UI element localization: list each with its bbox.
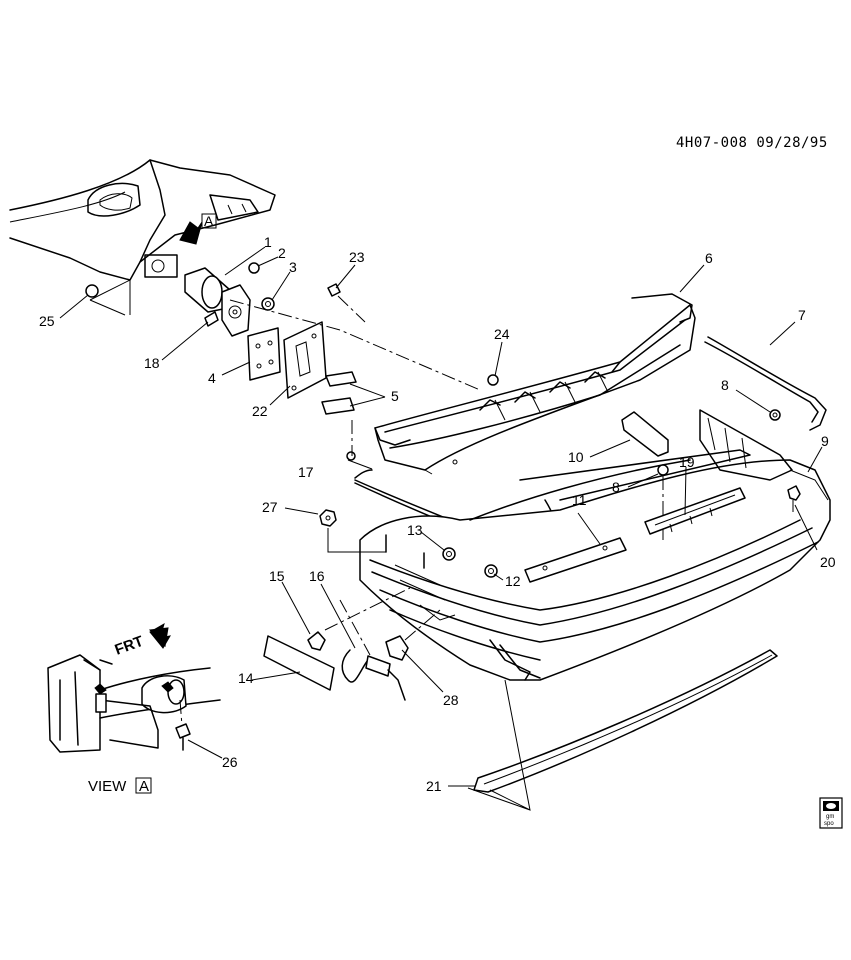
bolt-26 <box>175 723 191 739</box>
retainer-strip-7 <box>704 336 827 431</box>
bolt-18 <box>204 311 219 327</box>
callout-27: 27 <box>262 499 278 515</box>
nut-8a <box>769 409 781 421</box>
callout-8b: 8 <box>612 479 620 495</box>
nut-8b <box>657 464 669 476</box>
callout-13: 13 <box>407 522 423 538</box>
callout-1: 1 <box>264 234 272 250</box>
nut-24 <box>487 374 499 386</box>
vehicle-body-rear: A <box>9 159 276 316</box>
callout-11: 11 <box>572 492 587 508</box>
callout-18: 18 <box>144 355 160 371</box>
view-letter: A <box>139 778 149 795</box>
energy-absorber-1 <box>184 267 251 337</box>
callout-4: 4 <box>208 370 216 386</box>
callout-8a: 8 <box>721 377 729 393</box>
gm-spo-logo: gm spo <box>819 797 843 829</box>
nut-3 <box>261 297 275 311</box>
bracket-11 <box>524 537 627 583</box>
callout-26: 26 <box>222 754 238 770</box>
molding-21 <box>473 649 778 793</box>
leader-lines <box>59 246 823 787</box>
view-ref-letter: A <box>204 213 214 229</box>
callout-28: 28 <box>443 692 459 708</box>
callout-23: 23 <box>349 249 365 265</box>
logo-text-gm: gm <box>826 814 834 820</box>
callout-25: 25 <box>39 313 55 329</box>
callout-16: 16 <box>309 568 325 584</box>
nut-13 <box>442 547 456 561</box>
callout-12: 12 <box>505 573 521 589</box>
callout-14: 14 <box>238 670 254 686</box>
nut-2 <box>248 262 260 274</box>
view-a-inset <box>47 654 221 753</box>
front-arrow: FRT <box>113 622 171 659</box>
callout-7: 7 <box>798 307 806 323</box>
impact-bar-6 <box>374 293 696 475</box>
view-letter-box <box>135 777 152 794</box>
callout-2: 2 <box>278 245 286 261</box>
drawing-code: 4H07-008 09/28/95 <box>676 135 828 151</box>
reinforcement-19 <box>644 487 746 535</box>
plate-4 <box>247 327 281 381</box>
callout-6: 6 <box>705 250 713 266</box>
callout-numbers: 1 2 3 4 5 6 7 8 8 9 10 11 12 13 14 15 16… <box>39 234 836 794</box>
nut-27 <box>319 509 337 527</box>
nut-17 <box>346 451 356 461</box>
fascia-9 <box>359 409 831 681</box>
callout-22: 22 <box>252 403 268 419</box>
front-label: FRT <box>113 633 146 659</box>
callout-19: 19 <box>679 454 695 470</box>
callout-9: 9 <box>821 433 829 449</box>
callout-24: 24 <box>494 326 510 342</box>
bracket-22 <box>283 321 327 399</box>
nut-25 <box>85 284 99 298</box>
view-label: VIEW <box>88 778 127 795</box>
license-plate-lamp-14 <box>263 635 335 691</box>
callout-21: 21 <box>426 778 442 794</box>
callout-20: 20 <box>820 554 836 570</box>
clip-20 <box>787 485 801 501</box>
callout-3: 3 <box>289 259 297 275</box>
pad-5b <box>321 397 355 415</box>
clip-28 <box>385 635 409 661</box>
callout-5: 5 <box>391 388 399 404</box>
callout-10: 10 <box>568 449 584 465</box>
callout-15: 15 <box>269 568 285 584</box>
wiring-16 <box>341 649 406 701</box>
callout-17: 17 <box>298 464 314 480</box>
bracket-10 <box>621 411 669 457</box>
pad-5a <box>325 371 357 387</box>
logo-text-spo: spo <box>824 821 834 827</box>
clip-15 <box>307 631 326 651</box>
